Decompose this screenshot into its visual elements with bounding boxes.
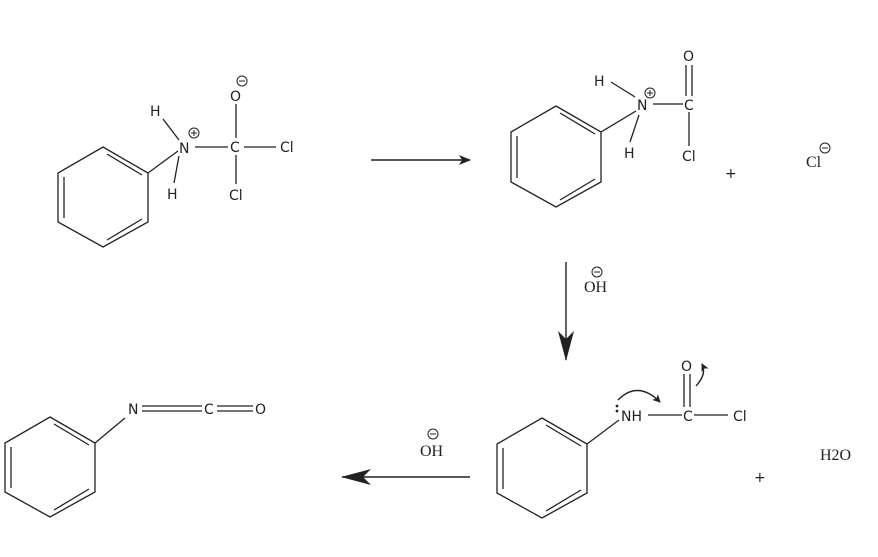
bond-ring-n xyxy=(147,150,179,174)
isocyanate-product: N C O xyxy=(4,402,266,518)
atom-c: C xyxy=(684,98,694,114)
intermediate-molecule: H N H O C Cl xyxy=(510,49,696,208)
atom-cl: Cl xyxy=(682,149,696,165)
atom-cl-right: Cl xyxy=(280,140,294,156)
atom-cl-bottom: Cl xyxy=(229,188,243,204)
reagent-hydroxide-left: OH xyxy=(420,428,444,460)
atom-c: C xyxy=(204,402,214,418)
atom-h-bottom: H xyxy=(167,187,178,203)
bond-n-h-top xyxy=(610,81,636,98)
curved-arrow-icon xyxy=(617,389,661,403)
atom-o: O xyxy=(230,89,241,105)
benzene-ring-product xyxy=(4,416,96,518)
negative-charge-icon xyxy=(591,266,603,278)
bond-ring-n xyxy=(600,110,637,133)
atom-h-top: H xyxy=(150,104,161,120)
benzene-ring-reactant xyxy=(57,146,149,248)
atom-n: N xyxy=(128,402,138,418)
plus-sign: + xyxy=(725,166,737,182)
positive-charge-icon xyxy=(188,127,200,139)
reagent-label: OH xyxy=(420,443,444,460)
bond-ring-n xyxy=(586,419,620,445)
bond-n-h-bottom xyxy=(629,114,640,143)
atom-n: N xyxy=(179,141,189,157)
positive-charge-icon xyxy=(644,87,656,99)
negative-charge-icon xyxy=(236,75,248,87)
atom-cl: Cl xyxy=(733,409,747,425)
bond-ring-n xyxy=(94,417,126,444)
reactant-molecule: H N H O C Cl Cl xyxy=(57,75,294,248)
reagent-label: OH xyxy=(584,279,608,296)
reagent-hydroxide-down: OH xyxy=(584,266,608,296)
atom-o: O xyxy=(255,402,266,418)
benzene-ring-carbamoyl xyxy=(496,417,588,519)
lone-pair-dot xyxy=(615,409,619,413)
atom-c: C xyxy=(230,140,240,156)
bond-n-h-top xyxy=(162,118,180,141)
plus-sign: + xyxy=(754,470,766,486)
bond-n-h-bottom xyxy=(173,155,180,184)
atom-h-bottom: H xyxy=(624,146,635,162)
atom-o: O xyxy=(681,359,692,375)
benzene-ring-intermediate xyxy=(510,105,602,208)
chloride-ion: Cl xyxy=(806,142,831,171)
curved-arrow-icon xyxy=(695,363,709,387)
atom-n: N xyxy=(637,98,647,114)
negative-charge-icon xyxy=(819,142,831,154)
carbamoyl-molecule: NH O C Cl xyxy=(496,359,747,519)
atom-h-top: H xyxy=(594,74,605,90)
atom-o: O xyxy=(683,49,694,65)
atom-nh: NH xyxy=(621,409,642,425)
water-label: H2O xyxy=(820,447,851,464)
atom-c: C xyxy=(683,409,693,425)
chloride-label: Cl xyxy=(806,154,822,171)
negative-charge-icon xyxy=(427,428,439,440)
lone-pair-dot xyxy=(615,404,619,408)
